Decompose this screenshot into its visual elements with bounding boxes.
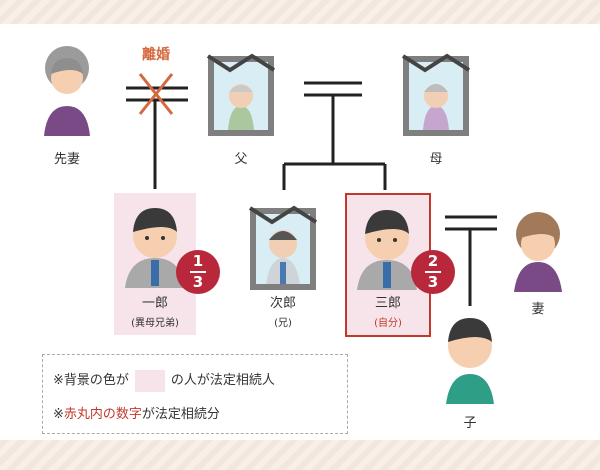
fraction-bar (190, 271, 206, 273)
ichiro-note: (異母兄弟) (131, 318, 179, 329)
mother-portrait (401, 53, 471, 136)
father-portrait (206, 53, 276, 136)
wife-avatar (514, 212, 562, 292)
legend-mark: ※ (53, 407, 64, 422)
saburo-note: (自分) (374, 318, 402, 329)
divorce-cross-icon (138, 73, 174, 115)
saburo-avatar (357, 210, 417, 290)
child-avatar (446, 318, 494, 404)
jiro-label: 次郎 (269, 296, 296, 311)
share-badge-ichiro: 1 3 (176, 250, 220, 294)
former-wife-label: 先妻 (53, 152, 80, 167)
jiro-portrait (248, 205, 318, 290)
child-label: 子 (463, 416, 477, 431)
former-wife-avatar (44, 46, 90, 136)
legend-red-text: 赤丸内の数字 (63, 407, 142, 422)
jiro-note: (兄) (274, 318, 292, 329)
share-denominator: 3 (427, 273, 439, 291)
highlight-swatch (134, 369, 165, 392)
mother-label: 母 (429, 152, 443, 167)
wife-label: 妻 (531, 302, 545, 317)
divorce-label: 離婚 (142, 47, 170, 63)
legend-share-suffix: が法定相続分 (141, 407, 220, 422)
father-label: 父 (234, 152, 248, 167)
legend-row-share: ※赤丸内の数字が法定相続分 (53, 403, 220, 422)
legend-box: ※背景の色が の人が法定相続人 ※赤丸内の数字が法定相続分 (42, 354, 348, 434)
diagram-canvas: 離婚 先妻 父 母 一郎 (異母兄弟) 次郎 (兄) 三郎 (自分) 妻 子 1… (0, 24, 600, 440)
share-numerator: 2 (427, 252, 439, 270)
ichiro-label: 一郎 (141, 296, 168, 311)
legend-row-background: ※背景の色が の人が法定相続人 (53, 369, 275, 392)
share-numerator: 1 (192, 252, 204, 270)
relationship-lines (44, 46, 562, 404)
ichiro-avatar (125, 208, 185, 288)
share-badge-saburo: 2 3 (411, 250, 455, 294)
legend-prefix: ※背景の色が (53, 373, 129, 388)
share-denominator: 3 (192, 273, 204, 291)
saburo-label: 三郎 (374, 296, 401, 311)
fraction-bar (425, 271, 441, 273)
legend-suffix: の人が法定相続人 (170, 373, 275, 388)
